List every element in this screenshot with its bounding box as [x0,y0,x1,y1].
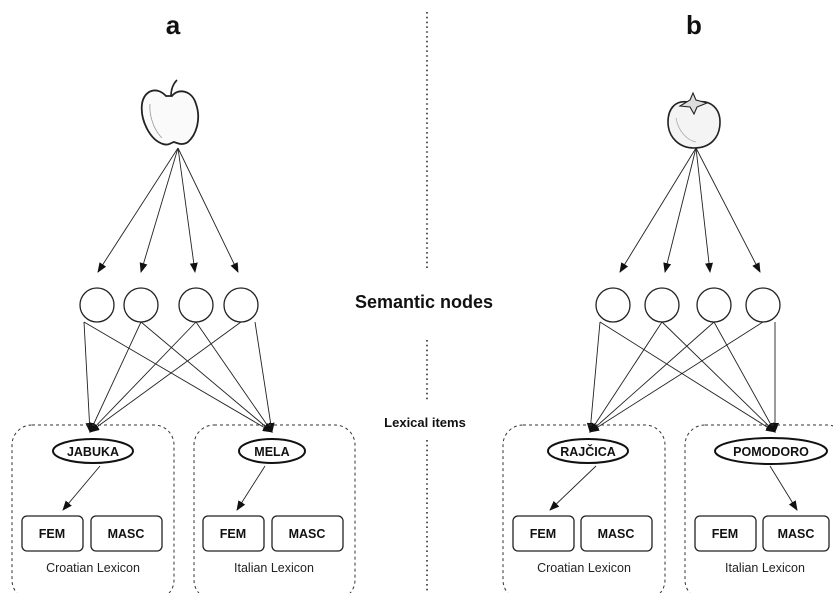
arrow-node-word [89,321,242,433]
italian-lexicon-label: Italian Lexicon [234,561,314,575]
gender-box-masc [762,515,830,552]
gender-box-fem [202,515,265,552]
tomato-icon [667,91,721,149]
arrow-node-word [140,321,273,433]
arrow-node-word [589,321,663,433]
lexical-items-label: Lexical items [384,415,466,430]
arrow-node-word [83,321,94,433]
arrow-node-word [661,321,776,433]
semantic-nodes-label: Semantic nodes [355,292,493,312]
gender-label-fem: FEM [220,527,246,541]
semantic-node [644,287,680,323]
semantic-node [745,287,781,323]
panel-letter-b: b [686,10,702,40]
word-label-rajcica: RAJČICA [560,444,616,459]
croatian-lexicon-label: Croatian Lexicon [46,561,140,575]
arrow-node-word [589,321,764,433]
semantic-node [223,287,259,323]
semantic-node [595,287,631,323]
arrow-node-word [713,321,776,433]
arrow-concept-node-4 [177,147,239,273]
gender-label-masc: MASC [289,527,326,541]
gender-label-fem: FEM [712,527,738,541]
semantic-node [178,287,214,323]
croatian-lexicon-frame [11,424,175,593]
word-label-mela: MELA [254,445,289,459]
semantic-node [696,287,732,323]
italian-lexicon-frame [193,424,356,593]
arrow-word-gender [62,465,101,511]
panel-b: b RAJČICA FEM MASC [502,10,833,593]
gender-box-masc [271,515,344,552]
gender-label-fem: FEM [39,527,65,541]
word-node-pomodoro [714,437,828,465]
apple-icon [140,79,200,146]
arrow-node-word [83,321,273,433]
arrow-node-word [254,321,275,433]
arrow-concept-node-2 [663,147,697,273]
panel-a: a JABUKA FEM MASC [11,10,356,593]
arrow-concept-node-2 [139,147,179,273]
arrow-node-word [89,321,197,433]
gender-box-fem [21,515,84,552]
arrow-node-word [195,321,273,433]
arrow-concept-node-3 [695,147,713,273]
word-node-rajcica [547,438,629,464]
croatian-lexicon-frame [502,424,666,593]
arrow-concept-node-3 [177,147,198,273]
arrow-word-gender [769,465,798,511]
gender-box-fem [512,515,575,552]
semantic-node [123,287,159,323]
gender-label-fem: FEM [530,527,556,541]
word-label-jabuka: JABUKA [67,445,119,459]
gender-label-masc: MASC [778,527,815,541]
arrow-concept-node-1 [619,147,697,273]
arrow-node-word [586,321,601,433]
arrow-node-word [599,321,776,433]
arrow-node-word [589,321,715,433]
arrow-node-word [89,321,142,433]
gender-box-masc [580,515,653,552]
arrow-word-gender [549,465,597,511]
italian-lexicon-frame [684,424,833,593]
word-node-jabuka [52,438,134,464]
word-node-mela [238,438,306,464]
gender-box-fem [694,515,757,552]
arrow-concept-node-4 [695,147,761,273]
semantic-node [79,287,115,323]
gender-label-masc: MASC [598,527,635,541]
arrow-concept-node-1 [97,147,179,273]
arrow-word-gender [236,465,266,511]
word-label-pomodoro: POMODORO [733,445,809,459]
gender-label-masc: MASC [108,527,145,541]
gender-box-masc [90,515,163,552]
italian-lexicon-label: Italian Lexicon [725,561,805,575]
panel-letter-a: a [166,10,181,40]
croatian-lexicon-label: Croatian Lexicon [537,561,631,575]
